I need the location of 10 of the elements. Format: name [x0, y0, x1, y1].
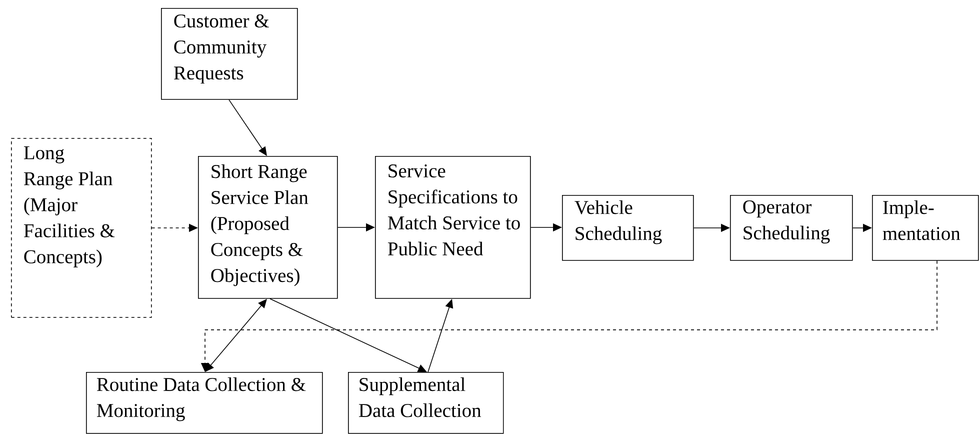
- process-box: Imple- mentation: [872, 195, 979, 261]
- process-box: Customer & Community Requests: [161, 8, 298, 100]
- process-box: Short Range Service Plan (Proposed Concepts & Objectives): [198, 156, 338, 299]
- arrow: [228, 99, 267, 156]
- process-box: Supplemental Data Collection: [348, 372, 504, 434]
- process-box: Vehicle Scheduling: [562, 195, 694, 261]
- process-box: Routine Data Collection & Monitoring: [86, 372, 323, 434]
- process-box: Operator Scheduling: [730, 195, 853, 261]
- process-box: Long Range Plan (Major Facilities & Concepts): [11, 138, 152, 318]
- process-box: Service Specifications to Match Service to Public Need: [375, 156, 531, 299]
